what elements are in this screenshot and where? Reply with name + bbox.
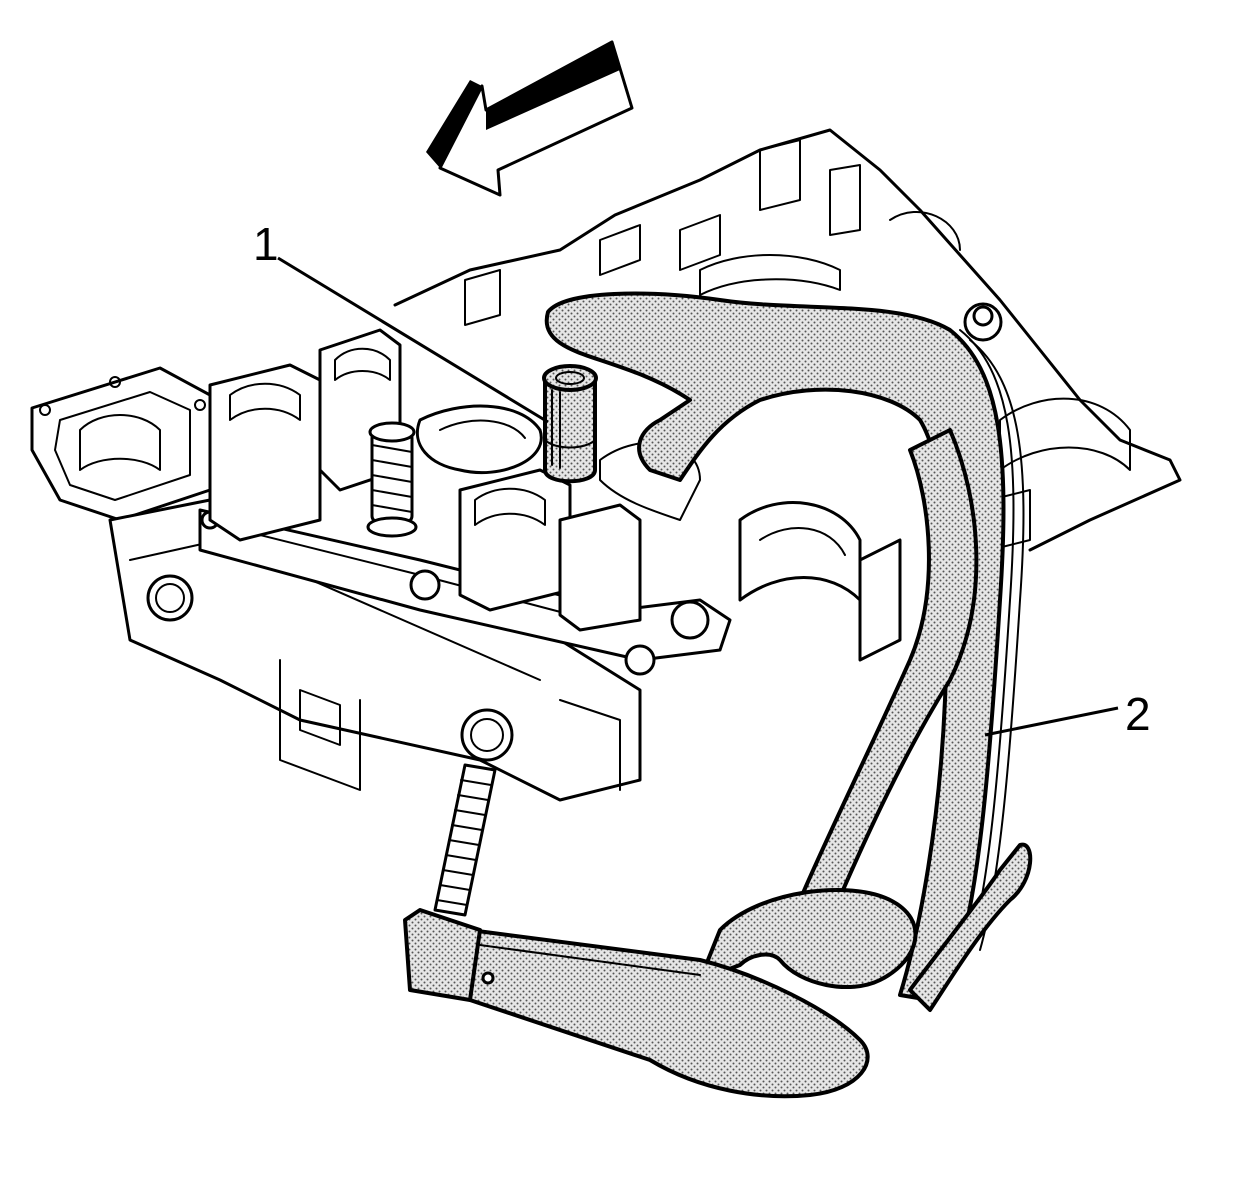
callout-1-leader <box>277 256 549 424</box>
callout-2-leader <box>984 706 1119 737</box>
cylinder-head <box>30 128 1182 802</box>
callout-2: 2 <box>984 688 1151 740</box>
valve-spring <box>366 421 418 538</box>
valve-spring-compressor <box>403 291 1033 1099</box>
callout-1: 1 <box>253 218 549 424</box>
compressor-adapter <box>542 364 598 484</box>
forcing-screw <box>433 763 497 917</box>
callout-1-label: 1 <box>253 218 279 270</box>
callout-2-label: 2 <box>1125 688 1151 740</box>
direction-arrow-icon <box>426 40 634 197</box>
